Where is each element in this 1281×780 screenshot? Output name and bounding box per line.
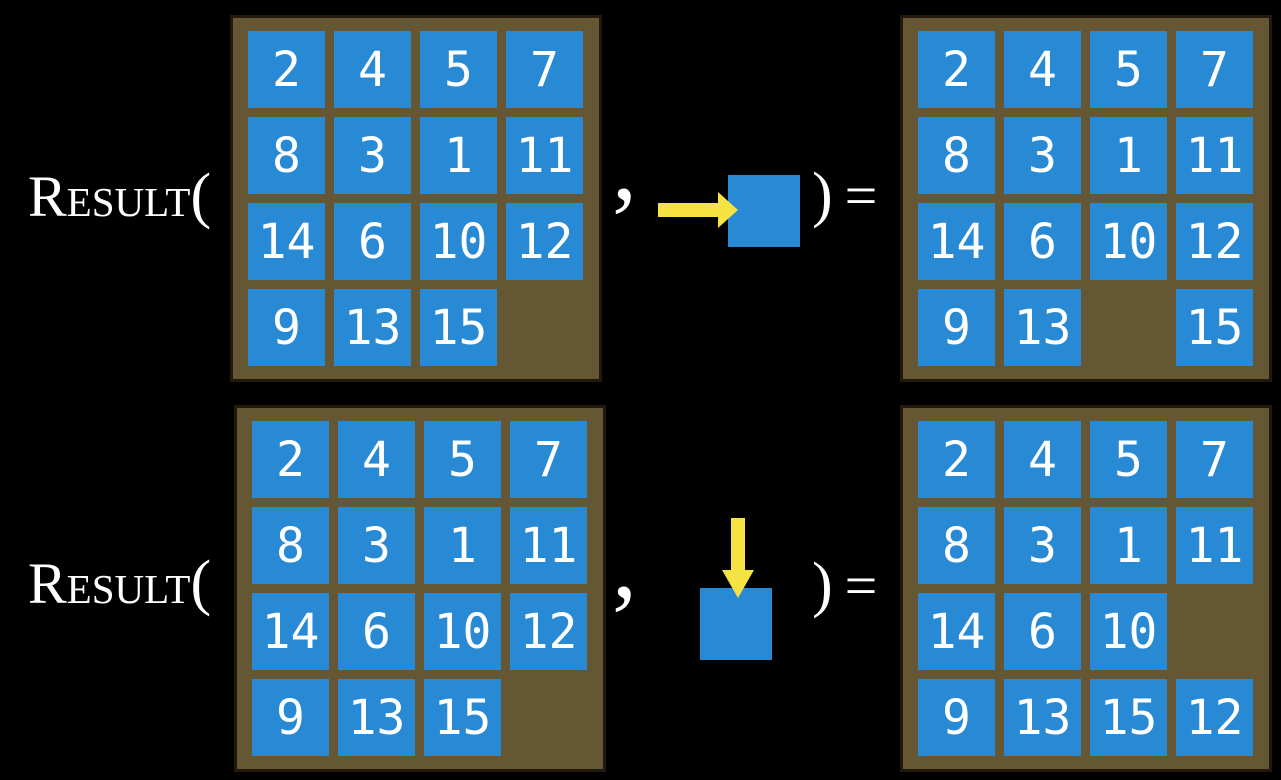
empty-cell (510, 679, 587, 756)
arrow-right-icon (658, 192, 738, 228)
puzzle-tile: 2 (248, 31, 325, 108)
puzzle-tile: 4 (1004, 421, 1081, 498)
empty-cell (506, 289, 583, 366)
result-function-label: Result( (28, 165, 211, 227)
puzzle-tile: 3 (1004, 117, 1081, 194)
puzzle-tile: 14 (252, 593, 329, 670)
comma-separator: , (612, 110, 637, 221)
puzzle-tile: 1 (424, 507, 501, 584)
action-tile-square (728, 175, 800, 247)
puzzle-tile: 4 (338, 421, 415, 498)
equals-sign: = (844, 553, 878, 618)
close-paren-icon: ) (812, 551, 833, 619)
puzzle-tile: 10 (424, 593, 501, 670)
puzzle-tile: 11 (1176, 507, 1253, 584)
puzzle-tile: 13 (1004, 679, 1081, 756)
puzzle-tile: 1 (420, 117, 497, 194)
comma-separator: , (612, 508, 637, 619)
puzzle-tile: 11 (1176, 117, 1253, 194)
puzzle-tile: 12 (506, 203, 583, 280)
puzzle-tile: 15 (1090, 679, 1167, 756)
puzzle-tile: 15 (420, 289, 497, 366)
puzzle-tile: 5 (1090, 31, 1167, 108)
puzzle-tile: 6 (334, 203, 411, 280)
puzzle-tile: 15 (424, 679, 501, 756)
puzzle-tile: 8 (248, 117, 325, 194)
puzzle-tile: 6 (1004, 593, 1081, 670)
puzzle-tile: 9 (248, 289, 325, 366)
puzzle-tile: 2 (918, 421, 995, 498)
close-paren-icon: ) (812, 161, 833, 229)
action-tile-square (700, 588, 772, 660)
puzzle-tile: 3 (338, 507, 415, 584)
puzzle-tile: 12 (1176, 679, 1253, 756)
puzzle-tile: 9 (918, 289, 995, 366)
puzzle-tile: 4 (1004, 31, 1081, 108)
puzzle-tile: 9 (918, 679, 995, 756)
empty-cell (1176, 593, 1253, 670)
close-paren-equals: )= (812, 554, 877, 616)
puzzle-tile: 14 (248, 203, 325, 280)
puzzle-tile: 4 (334, 31, 411, 108)
puzzle-tile: 8 (252, 507, 329, 584)
empty-cell (1090, 289, 1167, 366)
puzzle-tile: 3 (334, 117, 411, 194)
puzzle-tile: 10 (1090, 203, 1167, 280)
puzzle-tile: 2 (918, 31, 995, 108)
puzzle-tile: 8 (918, 507, 995, 584)
puzzle-tile: 12 (1176, 203, 1253, 280)
puzzle-tile: 13 (334, 289, 411, 366)
open-paren-icon: ( (190, 162, 212, 230)
puzzle-tile: 1 (1090, 507, 1167, 584)
function-name: Result (28, 164, 191, 229)
function-name: Result (28, 551, 191, 616)
equals-sign: = (844, 163, 878, 228)
puzzle-tile: 11 (510, 507, 587, 584)
puzzle-tile: 8 (918, 117, 995, 194)
puzzle-tile: 6 (1004, 203, 1081, 280)
puzzle-tile: 13 (338, 679, 415, 756)
puzzle-tile: 7 (1176, 421, 1253, 498)
puzzle-tile: 14 (918, 203, 995, 280)
puzzle-tile: 13 (1004, 289, 1081, 366)
puzzle-tile: 10 (420, 203, 497, 280)
puzzle-tile: 11 (506, 117, 583, 194)
puzzle-tile: 1 (1090, 117, 1167, 194)
close-paren-equals: )= (812, 164, 877, 226)
puzzle-tile: 5 (420, 31, 497, 108)
puzzle-tile: 7 (1176, 31, 1253, 108)
result-function-label: Result( (28, 552, 211, 614)
open-paren-icon: ( (190, 549, 212, 617)
puzzle-tile: 2 (252, 421, 329, 498)
puzzle-tile: 3 (1004, 507, 1081, 584)
puzzle-tile: 10 (1090, 593, 1167, 670)
puzzle-tile: 7 (506, 31, 583, 108)
puzzle-tile: 5 (1090, 421, 1167, 498)
puzzle-tile: 15 (1176, 289, 1253, 366)
puzzle-tile: 14 (918, 593, 995, 670)
puzzle-tile: 6 (338, 593, 415, 670)
puzzle-tile: 7 (510, 421, 587, 498)
puzzle-tile: 9 (252, 679, 329, 756)
puzzle-tile: 5 (424, 421, 501, 498)
puzzle-tile: 12 (510, 593, 587, 670)
arrow-down-icon (722, 518, 754, 598)
